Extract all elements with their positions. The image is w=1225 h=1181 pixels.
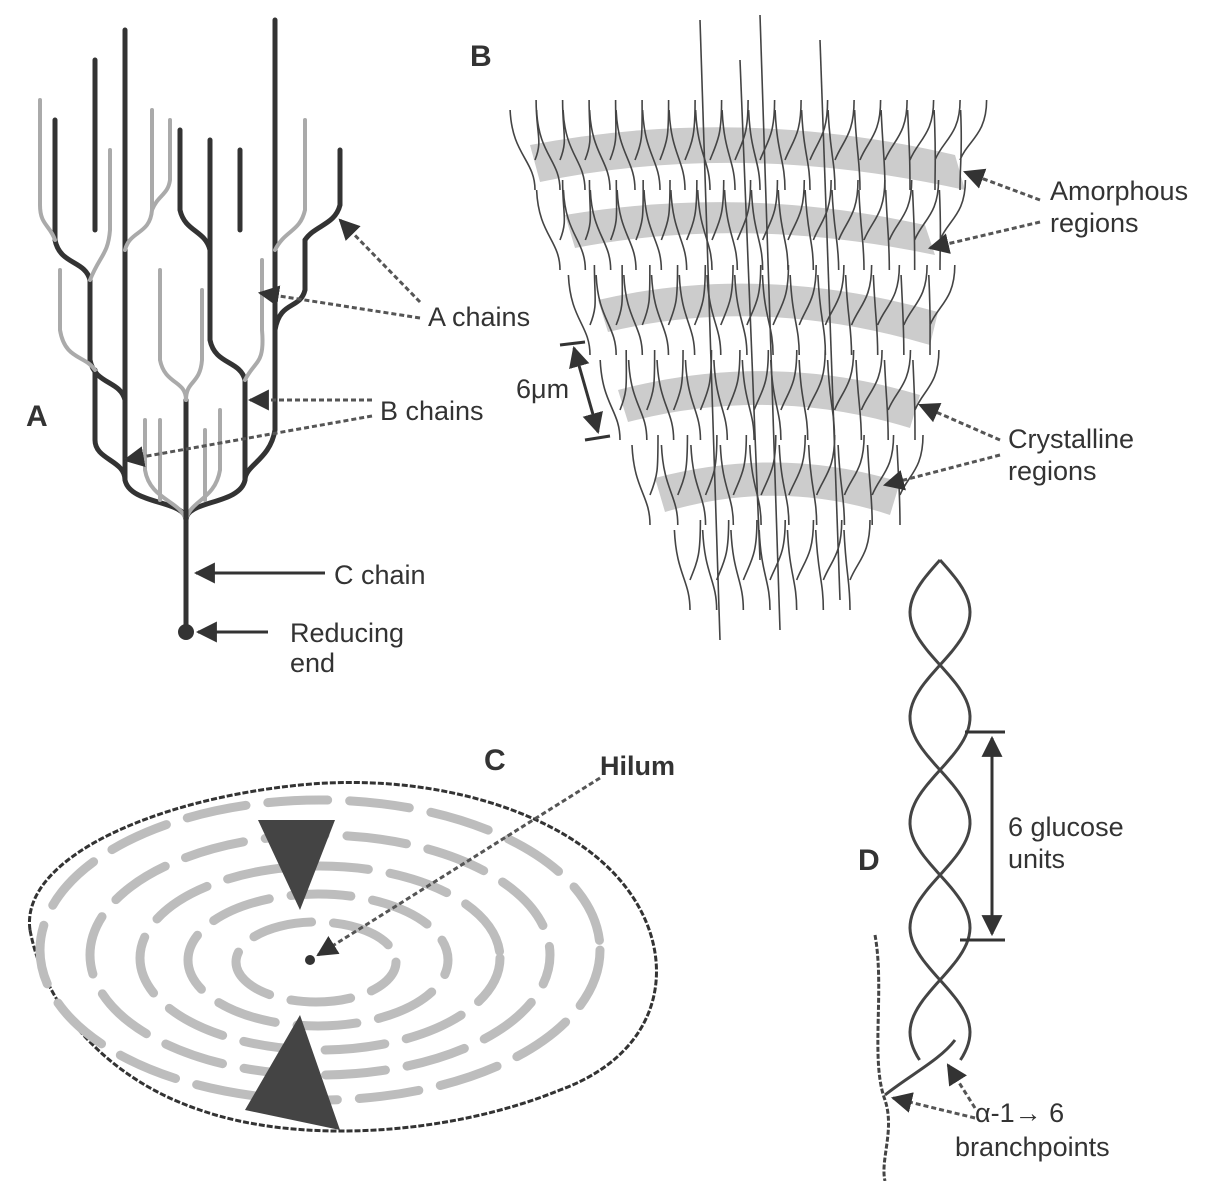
c-chain-label: C chain xyxy=(334,560,426,590)
panel-b: B 6μm Amorphous regions Crystalline regi… xyxy=(470,15,1188,640)
amorphous-label-line2: regions xyxy=(1050,208,1139,238)
hilum-label: Hilum xyxy=(600,751,675,781)
reducing-end-dot xyxy=(178,624,194,640)
a-chains-label: A chains xyxy=(428,302,530,332)
cluster-fiber xyxy=(929,265,955,355)
cluster-fiber xyxy=(703,520,729,610)
cluster-fiber xyxy=(731,520,757,610)
cluster-fiber xyxy=(759,520,785,610)
cluster-fiber xyxy=(844,520,870,610)
cluster-fiber xyxy=(960,100,987,190)
amorphous-bands xyxy=(530,127,965,515)
double-helix xyxy=(910,560,970,1060)
reducing-end-label-line2: end xyxy=(290,648,335,678)
panel-c-letter: C xyxy=(484,744,506,777)
panel-b-letter: B xyxy=(470,40,492,73)
glucose-units-label-line2: units xyxy=(1008,844,1065,874)
cluster-fiber xyxy=(787,520,813,610)
b-chains-label: B chains xyxy=(380,396,484,426)
glucose-units-label-line1: 6 glucose xyxy=(1008,812,1124,842)
panel-d-letter: D xyxy=(858,844,880,877)
side-chain xyxy=(875,935,889,1181)
panel-a: A A chains B chains C chain Reducing end xyxy=(26,20,530,678)
cluster-trunk xyxy=(760,15,780,630)
scale-bar: 6μm xyxy=(516,342,610,440)
panel-a-letter: A xyxy=(26,400,48,433)
cluster-fiber xyxy=(537,180,565,270)
crystalline-label-line2: regions xyxy=(1008,456,1097,486)
panel-d: D 6 glucose units α-1→ 6 branchpoints xyxy=(858,560,1124,1181)
branchpoints-label-line2: branchpoints xyxy=(955,1132,1110,1162)
crystalline-label-line1: Crystalline xyxy=(1008,424,1134,454)
cluster-fiber xyxy=(939,180,965,270)
panel-c: C Hilum xyxy=(29,744,675,1131)
scale-label: 6μm xyxy=(516,374,569,404)
branchpoints-label-line1: α-1→ 6 xyxy=(975,1098,1064,1128)
amorphous-label-line1: Amorphous xyxy=(1050,176,1188,206)
cluster-fiber xyxy=(674,520,700,610)
hilum-dot xyxy=(305,955,315,965)
cluster-fiber xyxy=(897,435,923,525)
cluster-fiber xyxy=(632,435,658,525)
amylopectin-cluster-tree xyxy=(40,20,340,640)
reducing-end-label-line1: Reducing xyxy=(290,618,404,648)
